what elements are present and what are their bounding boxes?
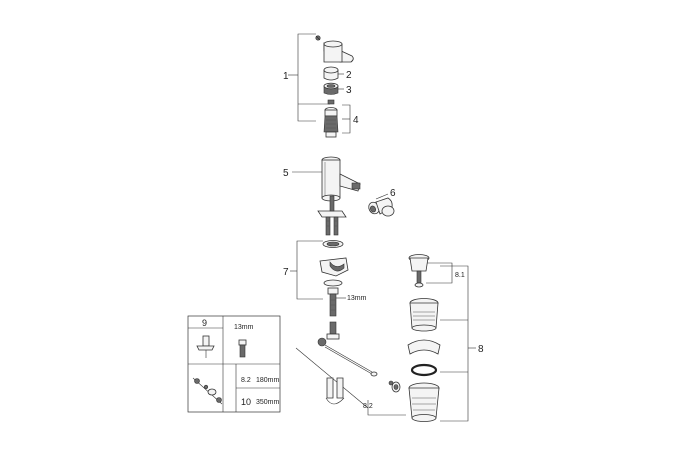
inset-item-8-2: 8.2 <box>241 377 251 384</box>
callout-8-2: 8.2 <box>363 403 373 410</box>
callout-1: 1 <box>283 71 289 82</box>
callout-6: 6 <box>390 188 396 199</box>
bidet-nozzle <box>368 197 395 217</box>
callout-8-1: 8.1 <box>455 272 465 279</box>
inset-label-13mm: 13mm <box>234 324 254 331</box>
callout-4: 4 <box>353 115 359 126</box>
pop-up-waste <box>407 254 441 422</box>
inset-13mm-part <box>238 339 247 358</box>
inset-item-10: 10 <box>241 397 251 407</box>
nut <box>323 82 339 95</box>
callout-8: 8 <box>478 344 484 355</box>
cap <box>323 66 339 81</box>
fixing-set <box>319 240 349 317</box>
callout-7: 7 <box>283 267 289 278</box>
callout-13mm: 13mm <box>347 295 367 302</box>
pull-rod-linkage <box>317 321 401 405</box>
inset-rod-assembly <box>192 377 223 405</box>
mixer-body <box>317 156 361 236</box>
spare-parts-inset: 9 13mm 8.2 180mm 10 350mm <box>187 315 281 413</box>
lever-handle <box>315 35 354 63</box>
callout-2: 2 <box>346 70 352 81</box>
cartridge <box>323 99 339 138</box>
inset-tool-9 <box>196 335 215 358</box>
callout-3: 3 <box>346 85 352 96</box>
inset-length-350mm: 350mm <box>256 399 280 406</box>
callout-5: 5 <box>283 168 289 179</box>
leader-lines <box>288 33 476 422</box>
inset-item-9: 9 <box>202 318 207 328</box>
inset-length-180mm: 180mm <box>256 377 280 384</box>
